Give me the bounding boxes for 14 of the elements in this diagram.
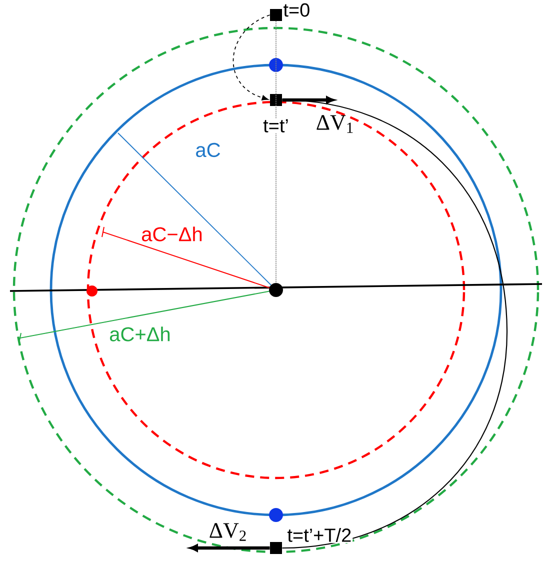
earth-dot <box>269 283 283 297</box>
position-marker <box>270 542 282 554</box>
time-label: t=0 <box>282 2 312 18</box>
edge-label: ΔV$_{2}$ <box>210 523 246 541</box>
radius-label: aC−Δh <box>142 226 202 242</box>
radius-label: aC+Δh <box>110 326 170 342</box>
transfer-orbit <box>282 99 508 549</box>
edge-label: ΔV$_{1}$ <box>316 115 353 133</box>
position-marker <box>270 9 282 21</box>
radius-label: aC <box>196 142 220 158</box>
arrow <box>232 14 270 100</box>
time-label: t=t’ <box>262 118 290 134</box>
position-marker <box>270 94 282 106</box>
time-label: t=t’+T/2 <box>286 527 353 543</box>
